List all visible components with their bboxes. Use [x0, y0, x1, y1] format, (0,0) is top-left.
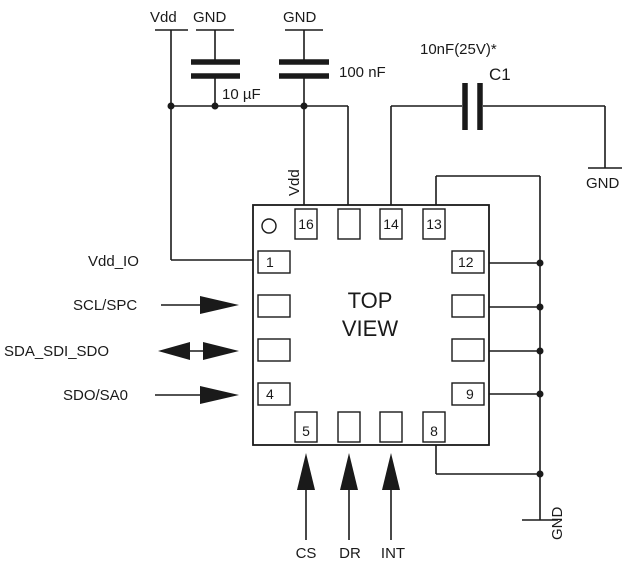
sdo-arrow-head — [200, 386, 239, 404]
cap2-value-label: 100 nF — [339, 64, 386, 81]
pin-7 — [379, 411, 403, 443]
pin-8 — [422, 411, 446, 443]
pin-14 — [379, 208, 403, 240]
pin-6 — [337, 411, 361, 443]
junction-dot — [536, 259, 544, 267]
bottom-signals: CS DR INT — [296, 453, 405, 562]
pin-8-label: 8 — [430, 423, 438, 439]
junction-dot — [536, 303, 544, 311]
junction-dot — [536, 347, 544, 355]
decoupling-network: Vdd GND GND 10 µF 100 nF 10nF(25V)* C1 G… — [150, 9, 622, 261]
top-view-label-line1: TOP — [348, 288, 393, 313]
sda-sdi-sdo-label: SDA_SDI_SDO — [4, 343, 109, 360]
pin-13-label: 13 — [426, 216, 442, 232]
pin1-marker — [261, 218, 277, 234]
vdd-label: Vdd — [150, 9, 177, 26]
chip-body — [252, 204, 490, 446]
top-view-label-line2: VIEW — [342, 316, 398, 341]
pin-1-label: 1 — [266, 254, 274, 270]
gnd-right-label: GND — [549, 507, 566, 541]
chip-package: TOP VIEW 16 14 13 1 4 12 9 5 8 — [252, 204, 490, 446]
pin-4 — [257, 382, 291, 406]
pin-9-label: 9 — [466, 386, 474, 402]
junction-dot — [211, 102, 219, 110]
pin-5-label: 5 — [302, 423, 310, 439]
pin-16-label: 16 — [298, 216, 314, 232]
pin-9 — [451, 382, 485, 406]
pin-12 — [451, 250, 485, 274]
cs-arrow-head — [297, 453, 315, 490]
ground-network: GND — [435, 175, 566, 541]
pin-4-label: 4 — [266, 386, 274, 402]
junction-dot — [536, 470, 544, 478]
pin-1 — [257, 250, 291, 274]
pin-12-label: 12 — [458, 254, 474, 270]
junction-dot — [167, 102, 175, 110]
int-label: INT — [381, 545, 405, 562]
gnd-label-cap2: GND — [283, 9, 317, 26]
dr-label: DR — [339, 545, 361, 562]
scl-arrow-head — [200, 296, 239, 314]
c1-name-label: C1 — [489, 65, 511, 84]
cap1-value-label: 10 µF — [222, 86, 261, 103]
vdd-pin16-label: Vdd — [286, 169, 303, 196]
vdd-io-label: Vdd_IO — [88, 253, 139, 270]
pin-11 — [451, 294, 485, 318]
left-signals: Vdd_IO SCL/SPC SDA_SDI_SDO SDO/SA0 — [4, 253, 239, 404]
sdo-sa0-label: SDO/SA0 — [63, 387, 128, 404]
pin-2 — [257, 294, 291, 318]
c1-spec-label: 10nF(25V)* — [420, 41, 497, 58]
sda-arrow-head-left — [158, 342, 190, 360]
junction-dot — [300, 102, 308, 110]
junction-dot — [536, 390, 544, 398]
gnd-label-c1: GND — [586, 175, 620, 192]
int-arrow-head — [382, 453, 400, 490]
cs-label: CS — [296, 545, 317, 562]
sda-arrow-head-right — [203, 342, 239, 360]
pin-3 — [257, 338, 291, 362]
pin-14-label: 14 — [383, 216, 399, 232]
pin-10 — [451, 338, 485, 362]
dr-arrow-head — [340, 453, 358, 490]
gnd-label-cap1: GND — [193, 9, 227, 26]
pin-15 — [337, 208, 361, 240]
pin-13 — [422, 208, 446, 240]
scl-spc-label: SCL/SPC — [73, 297, 137, 314]
pin-5 — [294, 411, 318, 443]
pin-16 — [294, 208, 318, 240]
